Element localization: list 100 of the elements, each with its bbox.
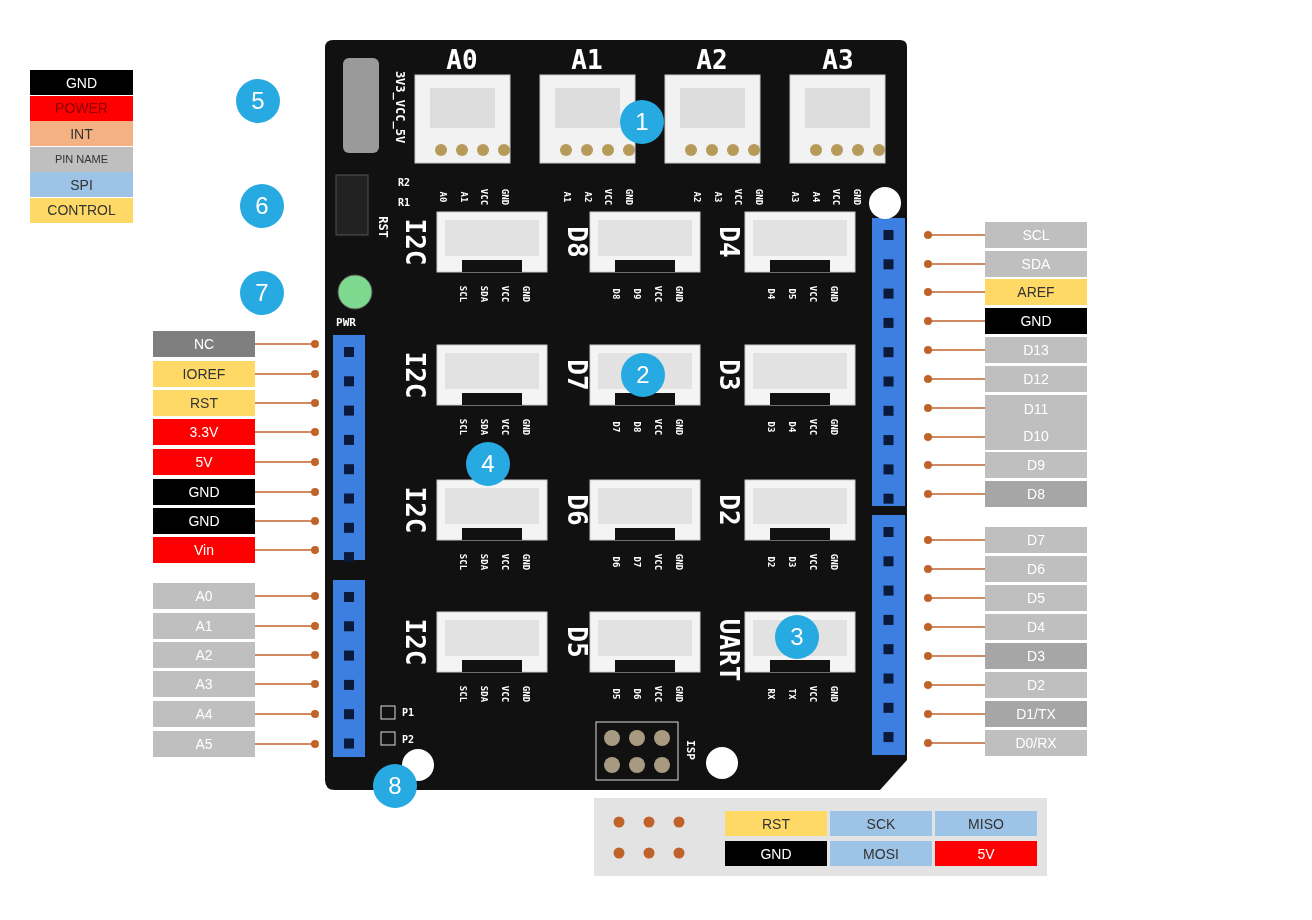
leader-line — [924, 317, 986, 325]
silkscreen-text: D7 — [610, 421, 620, 433]
silkscreen-text: A2 — [582, 191, 592, 203]
silkscreen-text: SCL — [457, 685, 467, 703]
silkscreen-text: GND — [673, 553, 683, 571]
silkscreen-text: GND — [828, 553, 838, 571]
silkscreen-text: A4 — [810, 191, 820, 203]
pin-label: AREF — [985, 279, 1087, 305]
silkscreen-text: D8 — [631, 421, 641, 433]
pin-label: D11 — [1023, 400, 1049, 417]
leader-line — [924, 623, 986, 631]
pin-label: D12 — [985, 366, 1087, 392]
silkscreen-text: GND — [828, 285, 838, 303]
leader-line — [924, 536, 986, 544]
silkscreen-text: GND — [673, 418, 683, 436]
silkscreen-text: R2 — [398, 178, 410, 188]
silkscreen-text: TX — [786, 688, 796, 700]
silkscreen-text: VCC — [807, 685, 817, 703]
leader-line — [924, 404, 986, 412]
leader-line — [254, 710, 319, 718]
silkscreen-text: SCL — [457, 285, 467, 303]
leader-line — [924, 260, 986, 268]
silkscreen-text: D2 — [765, 556, 775, 568]
pin-label: GND — [153, 479, 255, 505]
silkscreen-text: VCC — [652, 418, 662, 436]
pin-label: IOREF — [153, 361, 255, 387]
leader-line — [924, 346, 986, 354]
callout-number: 6 — [240, 184, 284, 228]
silkscreen-text: VCC — [732, 188, 742, 206]
leader-line — [254, 458, 319, 466]
leader-line — [924, 681, 986, 689]
leader-line — [254, 740, 319, 748]
silkscreen-text: D4 — [765, 288, 775, 300]
callout-number: 8 — [373, 764, 417, 808]
pin-label: D2 — [985, 672, 1087, 698]
silkscreen-text: VCC — [499, 553, 509, 571]
silkscreen-text: D5 — [786, 288, 796, 300]
silkscreen-text: GND — [499, 188, 509, 206]
silkscreen-text: D3 — [716, 359, 742, 391]
silkscreen-text: D6 — [631, 688, 641, 700]
silkscreen-text: GND — [520, 553, 530, 571]
silkscreen-text: VCC — [499, 685, 509, 703]
leader-line — [924, 433, 986, 441]
silkscreen-text: D5 — [610, 688, 620, 700]
silkscreen-text: VCC — [499, 418, 509, 436]
leader-line — [924, 652, 986, 660]
leader-line — [254, 622, 319, 630]
silkscreen-text: GND — [520, 685, 530, 703]
silkscreen-text: D3 — [786, 556, 796, 568]
pin-label: D9 — [985, 452, 1087, 478]
leader-line — [254, 488, 319, 496]
pin-label: GND — [725, 841, 827, 866]
pin-label: D0/RX — [985, 730, 1087, 756]
silkscreen-text: GND — [851, 188, 861, 206]
pin-label: SCK — [830, 811, 932, 836]
pin-label: D6 — [985, 556, 1087, 582]
legend-swatch: GND — [30, 70, 133, 95]
leader-line — [924, 375, 986, 383]
silkscreen-text: D8 — [610, 288, 620, 300]
silkscreen-text: D7 — [631, 556, 641, 568]
pin-label: Vin — [153, 537, 255, 563]
leader-line — [254, 370, 319, 378]
silkscreen-text: A0 — [437, 191, 447, 203]
silkscreen-text: GND — [673, 285, 683, 303]
silkscreen-text: D6 — [564, 494, 590, 526]
silkscreen-text: D5 — [564, 626, 590, 658]
pin-label: A1 — [153, 613, 255, 639]
silkscreen-text: A3 — [789, 191, 799, 203]
pin-label: MOSI — [830, 841, 932, 866]
silkscreen-text: R1 — [398, 198, 410, 208]
pin-label: D10 — [1023, 428, 1049, 445]
callout-number: 5 — [236, 79, 280, 123]
pin-label-box — [985, 395, 1087, 450]
pin-label: NC — [153, 331, 255, 357]
silkscreen-text: GND — [520, 285, 530, 303]
legend-swatch: POWER — [30, 95, 133, 121]
pin-label: D13 — [985, 337, 1087, 363]
silkscreen-text: UART — [716, 618, 742, 682]
silkscreen-text: D4 — [786, 421, 796, 433]
leader-line — [254, 546, 319, 554]
silkscreen-text: RX — [765, 688, 775, 700]
silkscreen-text: SCL — [457, 553, 467, 571]
silkscreen-text: D3 — [765, 421, 775, 433]
leader-line — [254, 399, 319, 407]
silkscreen-text: SDA — [478, 553, 488, 571]
silkscreen-text: VCC — [807, 285, 817, 303]
pin-label: D3 — [985, 643, 1087, 669]
pin-label: MISO — [935, 811, 1037, 836]
silkscreen-text: VCC — [499, 285, 509, 303]
silkscreen-text: I2C — [402, 218, 428, 266]
pin-label: A3 — [153, 671, 255, 697]
silkscreen-text: SDA — [478, 685, 488, 703]
silkscreen-text: GND — [828, 685, 838, 703]
silkscreen-text: A1 — [561, 191, 571, 203]
silkscreen-text: VCC — [602, 188, 612, 206]
silkscreen-text: RST — [377, 216, 389, 238]
silkscreen-text: A1 — [458, 191, 468, 203]
silkscreen-text: D6 — [610, 556, 620, 568]
pin-label: RST — [153, 390, 255, 416]
leader-line — [924, 565, 986, 573]
